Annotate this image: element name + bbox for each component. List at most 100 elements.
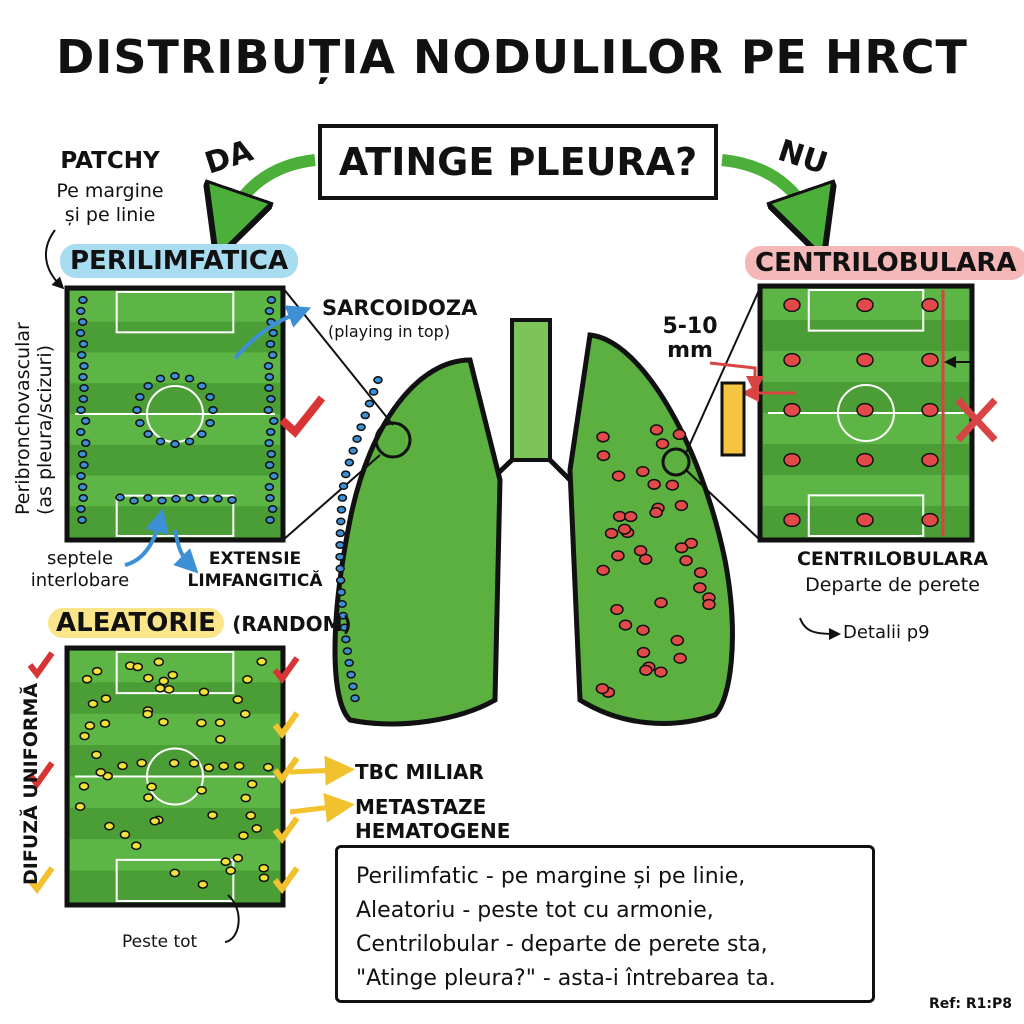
details-link[interactable]: Detalii p9 — [843, 622, 930, 643]
centrilobular-nodule — [856, 352, 874, 368]
random-nodule — [91, 750, 102, 760]
perilymphatic-nodule — [76, 472, 86, 480]
perilymphatic-nodule — [78, 373, 88, 381]
lung-perilymphatic-nodule — [344, 658, 354, 667]
lung-perilymphatic-nodule — [348, 682, 358, 691]
random-nodule — [207, 810, 218, 820]
cross-icon — [955, 397, 998, 443]
centrilobular-nodule — [856, 402, 874, 418]
perilymphatic-nodule — [265, 340, 276, 348]
perilymphatic-nodule — [79, 384, 89, 392]
random-nodule — [246, 779, 258, 789]
tbc-label: TBC MILIAR — [355, 760, 484, 784]
lung-perilymphatic-nodule — [338, 611, 348, 620]
perilymphatic-nodule — [77, 450, 88, 458]
perilymphatic-nodule — [115, 493, 125, 502]
check-icon — [27, 651, 55, 680]
perilymphatic-nodule — [78, 395, 89, 403]
perilymphatic-nodule — [266, 395, 276, 403]
random-nodule — [84, 721, 96, 731]
perilymphatic-nodule — [143, 382, 153, 390]
centrilobular-nodule — [783, 297, 801, 313]
perilymphatic-nodule — [157, 496, 167, 505]
centrilobular-label: CENTRILOBULARA — [745, 246, 1024, 280]
peste-tot-arrow — [224, 894, 240, 943]
random-nodule — [215, 735, 226, 744]
patchy-title: PATCHY — [60, 148, 160, 174]
lung-perilymphatic-nodule — [338, 482, 349, 491]
perilymphatic-nodule — [80, 439, 91, 447]
random-nodule — [142, 709, 153, 719]
lung-perilymphatic-nodule — [337, 493, 348, 502]
yes-arrow — [228, 154, 316, 225]
lungs — [282, 287, 761, 727]
random-nodule — [198, 687, 210, 697]
random-label: ALEATORIE (RANDOM) — [48, 608, 352, 638]
check-icon — [27, 761, 55, 790]
lung-perilymphatic-nodule — [360, 411, 371, 420]
centrilobular-nodule — [856, 452, 874, 468]
lung-perilymphatic-nodule — [336, 517, 346, 526]
random-nodule — [78, 781, 90, 791]
perilymphatic-nodule — [170, 440, 180, 448]
random-nodule — [240, 793, 251, 803]
lung-centrilobular-nodule — [611, 550, 625, 562]
random-nodule — [154, 683, 166, 693]
random-nodule — [220, 857, 231, 867]
perilymphatic-nodule — [78, 340, 89, 348]
lung-perilymphatic-nodule — [337, 599, 347, 608]
perilymphatic-nodule — [79, 461, 89, 469]
size-arrow — [709, 361, 764, 394]
perilymphatic-nodule — [135, 419, 145, 427]
lung-centrilobular-nodule — [611, 470, 626, 482]
random-nodule — [130, 841, 142, 851]
lung-perilymphatic-nodule — [336, 588, 347, 597]
lung-perilymphatic-nodule — [348, 446, 358, 455]
lung-perilymphatic-nodule — [335, 529, 346, 538]
lung-perilymphatic-nodule — [352, 434, 362, 443]
random-nodule — [119, 830, 131, 839]
lung-perilymphatic-nodule — [344, 458, 355, 467]
mnemonic-scroll: Perilimfatic - pe margine și pe linie, A… — [335, 845, 875, 1003]
lung-perilymphatic-nodule — [356, 423, 366, 432]
ruler-icon — [720, 381, 746, 457]
check-icon — [272, 711, 300, 740]
check-icon — [272, 756, 300, 785]
perilymphatic-nodule — [266, 450, 277, 458]
random-nodule — [232, 853, 244, 863]
random-nodule — [158, 717, 169, 727]
question-box: ATINGE PLEURA? — [318, 124, 718, 200]
lung-centrilobular-nodule — [633, 545, 648, 557]
lung-perilymphatic-nodule — [346, 670, 356, 679]
random-nodule — [262, 762, 274, 772]
random-nodule — [136, 758, 147, 768]
perilymphatic-nodule — [77, 516, 87, 524]
random-nodule — [203, 763, 215, 773]
random-nodule — [197, 880, 209, 889]
lung-perilymphatic-nodule — [341, 635, 351, 644]
reference: Ref: R1:P8 — [929, 996, 1012, 1012]
random-nodule — [99, 719, 111, 728]
mnemonic-line: Perilimfatic - pe margine și pe linie, — [356, 864, 746, 889]
lung-centrilobular-nodule — [674, 542, 689, 554]
centrilobular-nodule — [856, 297, 874, 313]
lung-centrilobular-nodule — [604, 527, 619, 539]
random-nodule — [143, 673, 154, 683]
perilymphatic-nodule — [76, 505, 86, 513]
perilymphatic-nodule — [184, 374, 195, 383]
sarcoid-sub: (playing in top) — [328, 322, 451, 341]
centrilobular-nodule — [783, 512, 801, 528]
lung-centrilobular-nodule — [595, 683, 610, 695]
page-title: DISTRIBUȚIA NODULILOR PE HRCT — [56, 30, 968, 84]
centrilobular-nodule — [783, 452, 801, 468]
perilymphatic-nodule — [227, 496, 237, 504]
perilymphatic-nodule — [75, 329, 86, 337]
perilymphatic-nodule — [143, 430, 153, 438]
lung-centrilobular-nodule — [693, 567, 708, 579]
random-nodule — [91, 666, 103, 676]
lung-centrilobular-nodule — [623, 511, 638, 523]
random-nodule — [167, 670, 179, 680]
mnemonic-line: Aleatoriu - peste tot cu armonie, — [356, 898, 714, 923]
